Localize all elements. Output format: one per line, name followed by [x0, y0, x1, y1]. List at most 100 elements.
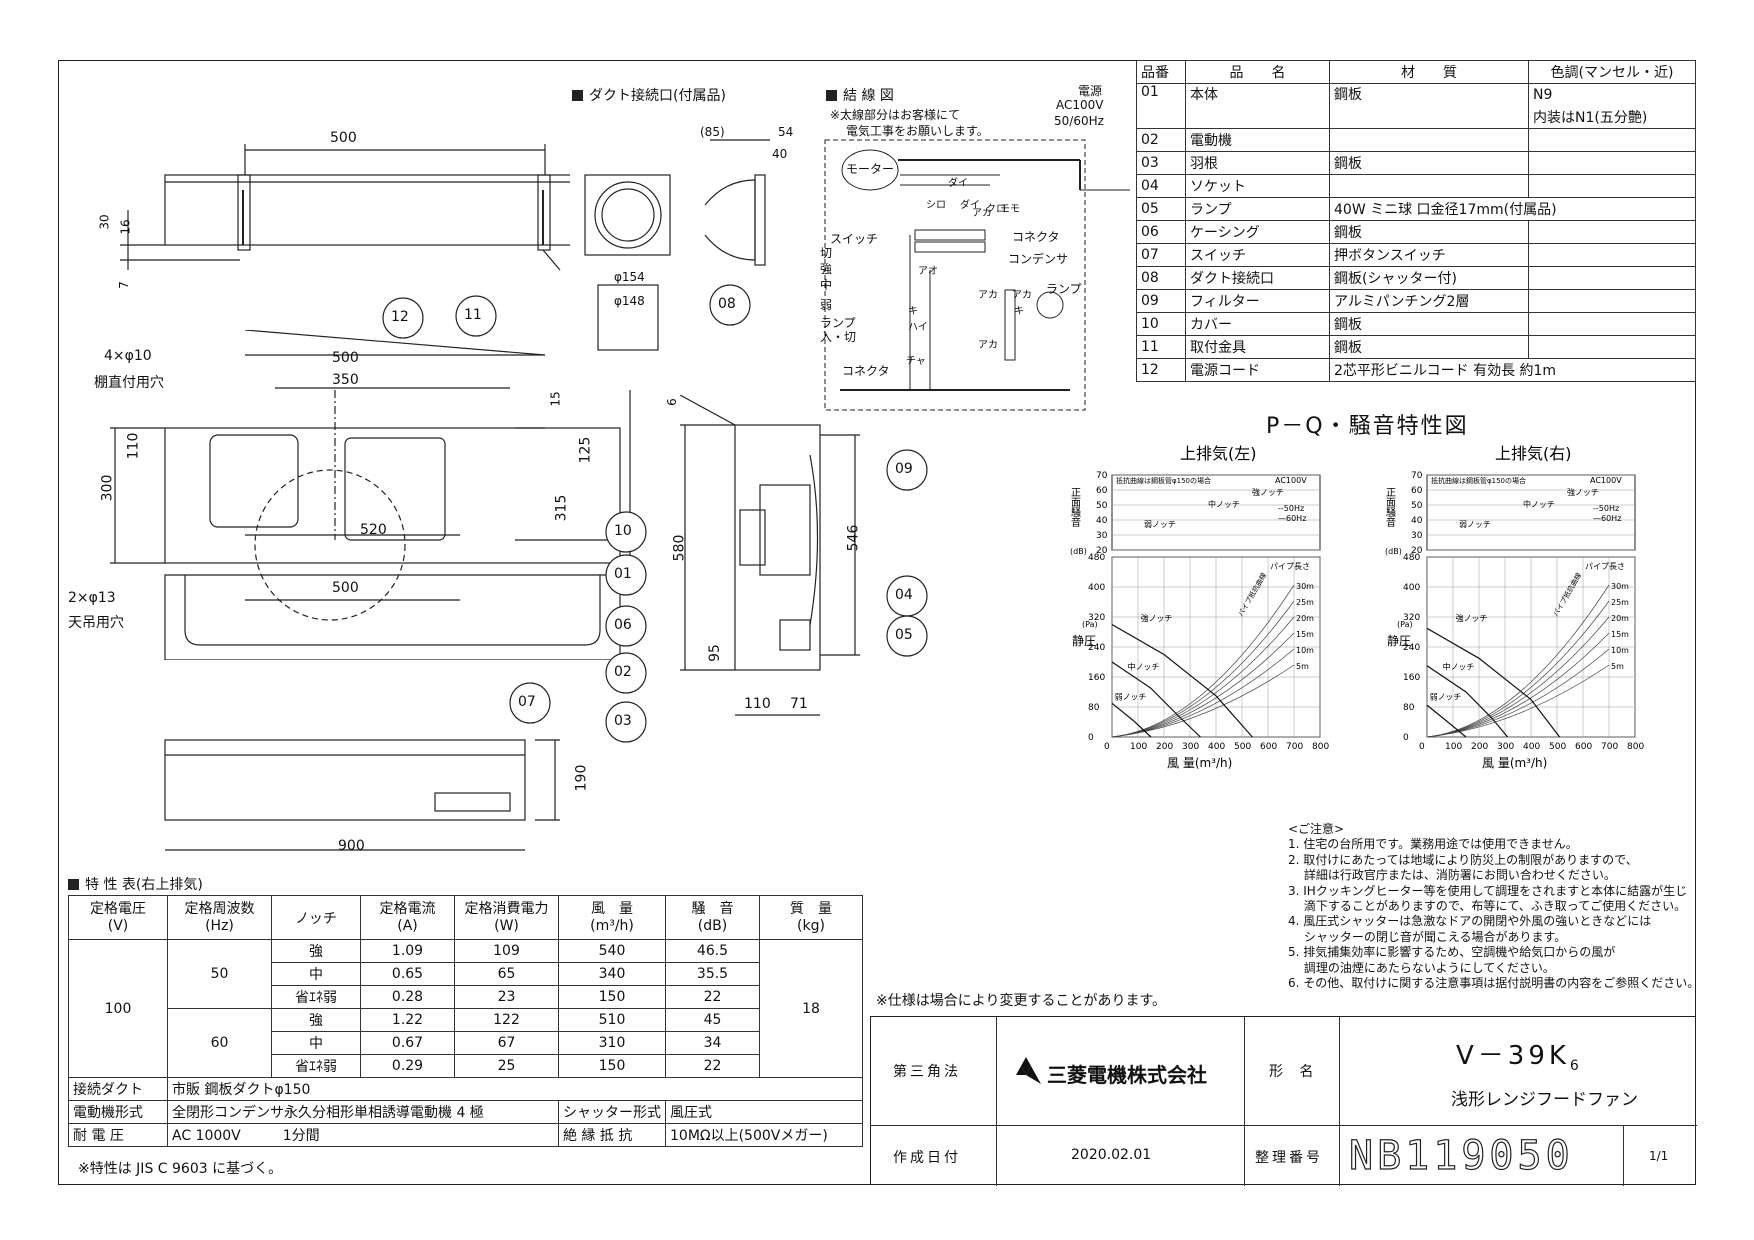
notes-block: <ご注意> 1. 住宅の台所用です。業務用途では使用できません。 2. 取付けに… — [1288, 822, 1699, 991]
spec-airflow: 540 — [558, 939, 666, 963]
top-dim-width: 500 — [330, 130, 357, 146]
spec-header: 質 量 (kg) — [759, 895, 863, 940]
hz50-legend: --50Hz — [1278, 504, 1304, 513]
holes-bottom-label: 天吊用穴 — [68, 615, 124, 631]
x-tick: 300 — [1182, 742, 1199, 752]
pipe-length-tick: 15m — [1611, 630, 1629, 639]
parts-no: 06 — [1136, 220, 1186, 244]
static-notch-label: 強ノッチ — [1456, 613, 1488, 623]
jis-note: ※特性は JIS C 9603 に基づく。 — [78, 1161, 283, 1177]
wire-label-6: モモ — [1000, 204, 1020, 215]
spec-change-note: ※仕様は場合により変更することがあります。 — [876, 993, 1167, 1009]
noise-ylabel: 正面騒音 — [1070, 487, 1081, 528]
title-block: 第三角法 三菱電機株式会社 形 名 V－39K6 浅形レンジフードファン 作成日… — [870, 1016, 1697, 1186]
pipe-curve — [1111, 584, 1295, 738]
parts-name: ソケット — [1185, 174, 1330, 198]
mitsubishi-logo-icon — [1011, 1057, 1041, 1084]
static-y-tick: 400 — [1088, 583, 1105, 593]
static-unit: (Pa) — [1082, 620, 1098, 629]
model-number-text: V－39K — [1456, 1041, 1570, 1071]
callout-12: 12 — [391, 309, 409, 325]
parts-name: ダクト接続口 — [1185, 266, 1330, 290]
cell — [1244, 1017, 1340, 1125]
spec-power: 65 — [454, 962, 559, 986]
side-dim-71: 71 — [790, 696, 808, 712]
pipe-length-tick: 5m — [1611, 662, 1624, 671]
note-item: 4. 風圧式シャッターは急激なドアの開閉や外風の強いときなどには — [1288, 914, 1652, 929]
pipe-resist-label: パイプ抵抗曲線 — [1236, 571, 1268, 618]
static-y-tick: 240 — [1403, 643, 1420, 653]
parts-color — [1528, 289, 1696, 313]
parts-color — [1528, 335, 1696, 359]
spec-current: 0.29 — [360, 1054, 455, 1078]
notes-title: <ご注意> — [1288, 822, 1345, 836]
table-row: 電動機形式 全閉形コンデンサ永久分相形単相誘導電動機 4 極 シャッター形式 風… — [68, 1100, 863, 1124]
noise-y-tick: 20 — [1411, 546, 1423, 556]
spec-noise: 34 — [665, 1031, 760, 1055]
x-tick: 600 — [1575, 742, 1592, 752]
wiring-mid: 中 — [820, 278, 833, 292]
spec-frequency: 60 — [167, 1008, 272, 1078]
spec-noise: 22 — [665, 1054, 760, 1078]
wiring-note-2: 電気工事をお願いします。 — [846, 124, 989, 138]
pipe-resist-label: パイプ抵抗曲線 — [1551, 571, 1583, 618]
note-item: 1. 住宅の台所用です。業務用途では使用できません。 — [1288, 837, 1578, 852]
notch-curve — [1111, 661, 1201, 738]
notch-curve — [1426, 627, 1561, 738]
x-tick: 100 — [1130, 742, 1147, 752]
spec-current: 0.65 — [360, 962, 455, 986]
note-item: 詳細は行政官庁または、消防署にお問い合わせください。 — [1288, 868, 1616, 883]
spec-notch: 省ｴﾈ弱 — [271, 1054, 361, 1078]
pipe-length-label: パイプ長さ — [1585, 562, 1625, 571]
callout-04: 04 — [895, 587, 913, 603]
wire-label-9: ハイ — [908, 322, 928, 333]
notch-curve — [1111, 623, 1253, 738]
model-number: V－39K6 — [1456, 1035, 1583, 1074]
wire-label-1: アオ — [918, 266, 938, 277]
callout-01: 01 — [614, 566, 632, 582]
static-y-tick: 320 — [1403, 613, 1420, 623]
spec-current: 0.67 — [360, 1031, 455, 1055]
duct-dim-154: φ154 — [614, 270, 645, 284]
wiring-strong: 強 — [820, 262, 833, 276]
spec-noise: 46.5 — [665, 939, 760, 963]
ac-label: AC100V — [1275, 476, 1307, 485]
chart-title: 上排気(左) — [1180, 445, 1257, 463]
front-dim-520: 520 — [360, 522, 387, 538]
x-tick: 200 — [1471, 742, 1488, 752]
noise-notch-strong: 強ノッチ — [1252, 487, 1284, 497]
spec-power: 122 — [454, 1008, 559, 1032]
wire-label-13: キ — [1014, 306, 1024, 317]
static-notch-label: 弱ノッチ — [1430, 693, 1462, 702]
static-y-tick: 160 — [1088, 673, 1105, 683]
parts-color — [1528, 312, 1696, 336]
noise-y-tick: 70 — [1096, 471, 1108, 481]
parts-color: N9 — [1528, 83, 1696, 106]
pipe-length-label: パイプ長さ — [1270, 562, 1310, 571]
parts-material: 鋼板 — [1329, 335, 1529, 359]
notch-curve — [1426, 704, 1467, 738]
x-tick: 200 — [1156, 742, 1173, 752]
noise-y-tick: 60 — [1096, 486, 1108, 496]
static-y-tick: 480 — [1403, 553, 1420, 563]
pipe-length-tick: 5m — [1296, 662, 1309, 671]
model-label: 形 名 — [1269, 1064, 1320, 1080]
spec-insulation-value: 10MΩ以上(500Vメガー) — [665, 1123, 863, 1147]
x-axis-label: 風 量(m³/h) — [1167, 756, 1232, 770]
noise-y-tick: 60 — [1411, 486, 1423, 496]
wiring-switch: スイッチ — [830, 232, 879, 246]
bullet-square-icon — [572, 90, 583, 101]
chart-title: 上排気(右) — [1495, 445, 1572, 463]
spec-airflow: 310 — [558, 1031, 666, 1055]
wiring-motor: モーター — [846, 162, 895, 176]
bottom-dim-190: 190 — [573, 764, 590, 792]
wire-label-2: ダイ — [948, 178, 968, 189]
page-number: 1/1 — [1649, 1149, 1669, 1163]
static-y-tick: 80 — [1088, 703, 1100, 713]
spec-current: 0.28 — [360, 985, 455, 1009]
parts-no: 09 — [1136, 289, 1186, 313]
note-item: 調理の油煙にあたらないようにしてください。 — [1288, 960, 1555, 975]
model-number-sub: 6 — [1569, 1058, 1583, 1075]
